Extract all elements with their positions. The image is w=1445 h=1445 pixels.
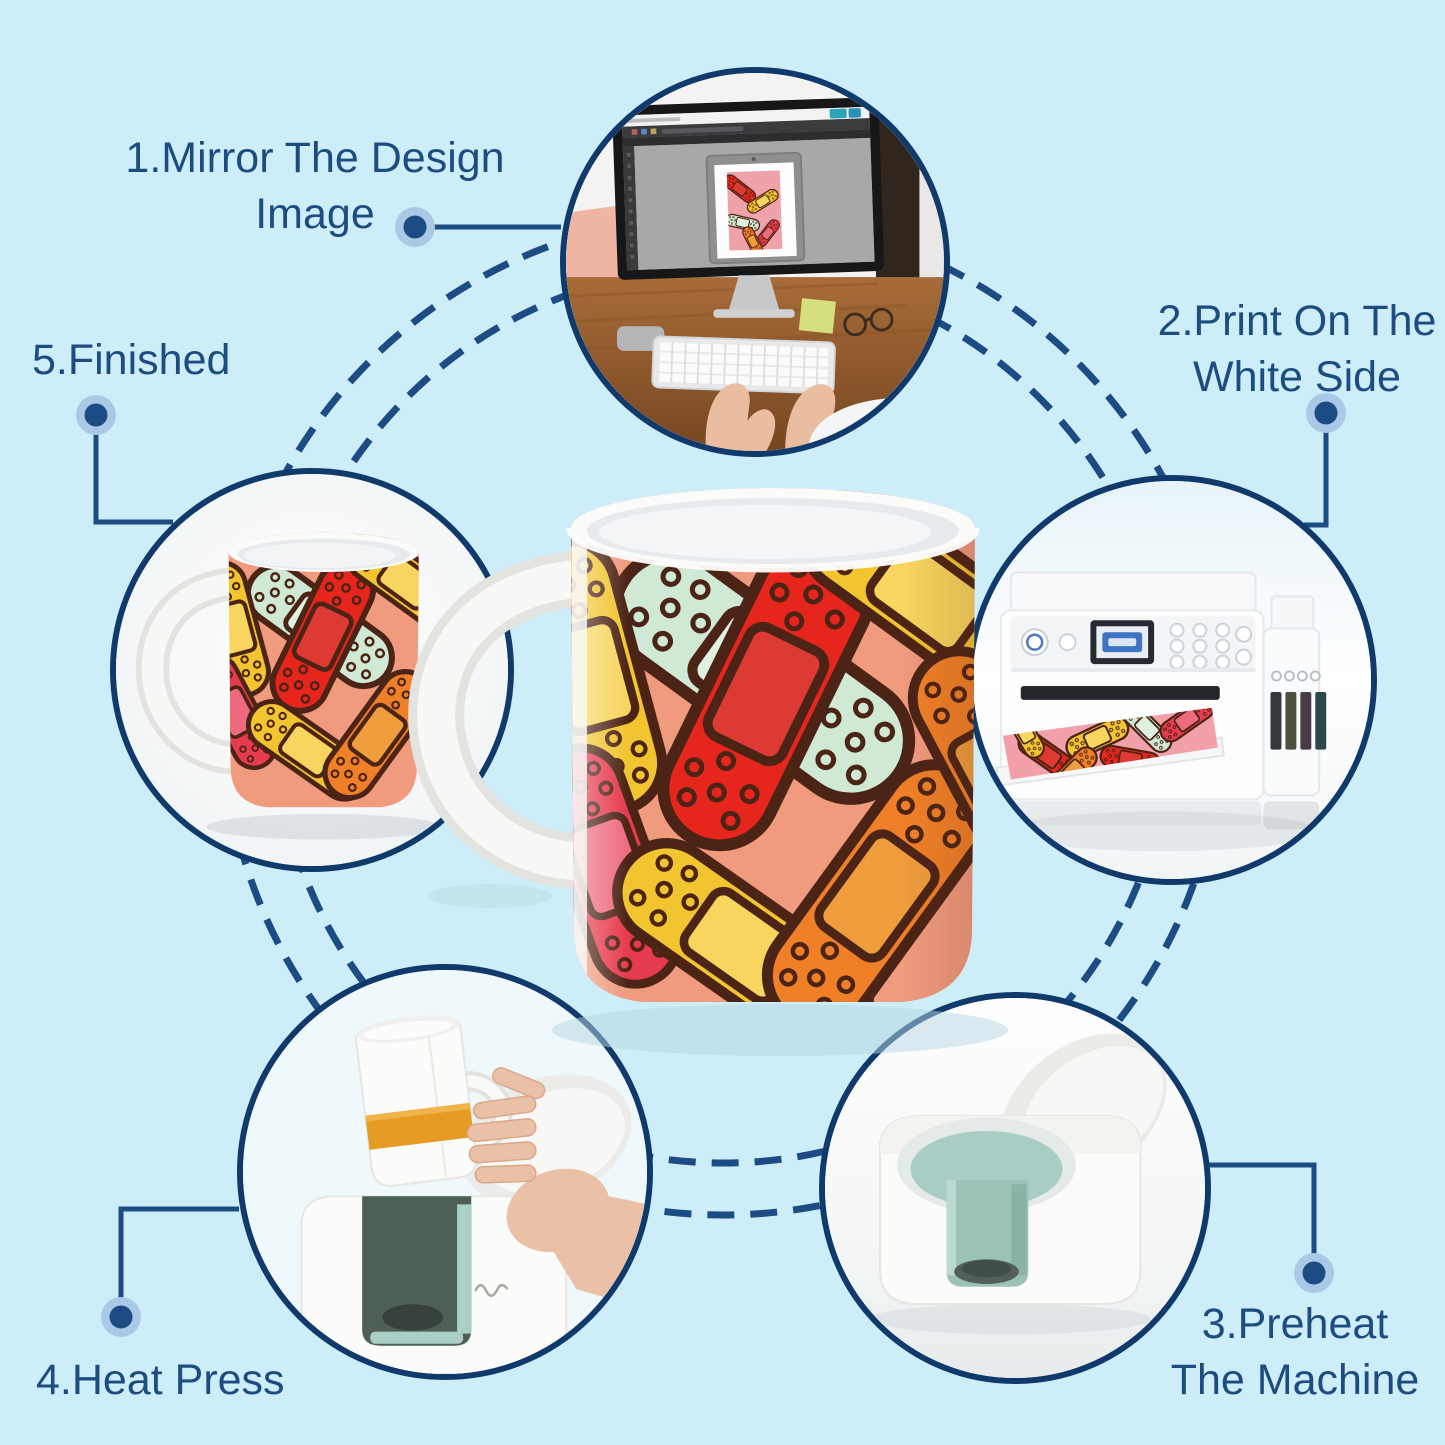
step-dot-5 [76,395,116,435]
step-4-line-1: 4.Heat Press [36,1356,285,1404]
mug-heat-press-base [300,1195,568,1374]
step-5-label: 5.Finished [32,332,230,388]
ink-tanks [1262,595,1327,797]
step-5-line-1: 5.Finished [32,336,231,384]
photo-design-on-computer [560,67,950,457]
connector-step-4 [118,1206,239,1317]
center-mug-illustration [408,488,1008,1056]
connector-step-5 [93,415,173,525]
step-2-line-2: White Side [1193,353,1401,401]
step-3-label: 3.Preheat The Machine [1075,1296,1445,1408]
mirrored-pattern-preview [726,170,783,251]
sticky-note [798,298,836,334]
output-slot [1020,685,1220,700]
step-2-line-1: 2.Print On The [1157,297,1437,345]
step-1-label: 1.Mirror The Design Image [60,130,570,242]
step-2-label: 2.Print On The White Side [1072,293,1445,405]
step-1-line-2: Image [255,190,375,238]
mug-shadow [552,1004,1008,1056]
design-on-computer-illustration [566,73,944,451]
step-3-line-1: 3.Preheat [1201,1300,1389,1348]
lcd-screen [1090,620,1155,665]
keyboard [651,335,836,395]
step-3-line-2: The Machine [1170,1356,1420,1404]
step-dot-4 [101,1297,141,1337]
back-button [1058,633,1077,652]
imac-monitor [612,97,885,280]
connector-step-3 [1208,1162,1317,1273]
window-frame [919,73,944,280]
step-4-label: 4.Heat Press [36,1352,285,1408]
step-1-line-1: 1.Mirror The Design [125,134,505,182]
center-mug [408,488,980,1002]
logo-squiggle [474,1283,509,1297]
step-dot-3 [1294,1253,1334,1293]
connector-step-2 [1304,413,1329,528]
machine-body [879,1114,1142,1305]
